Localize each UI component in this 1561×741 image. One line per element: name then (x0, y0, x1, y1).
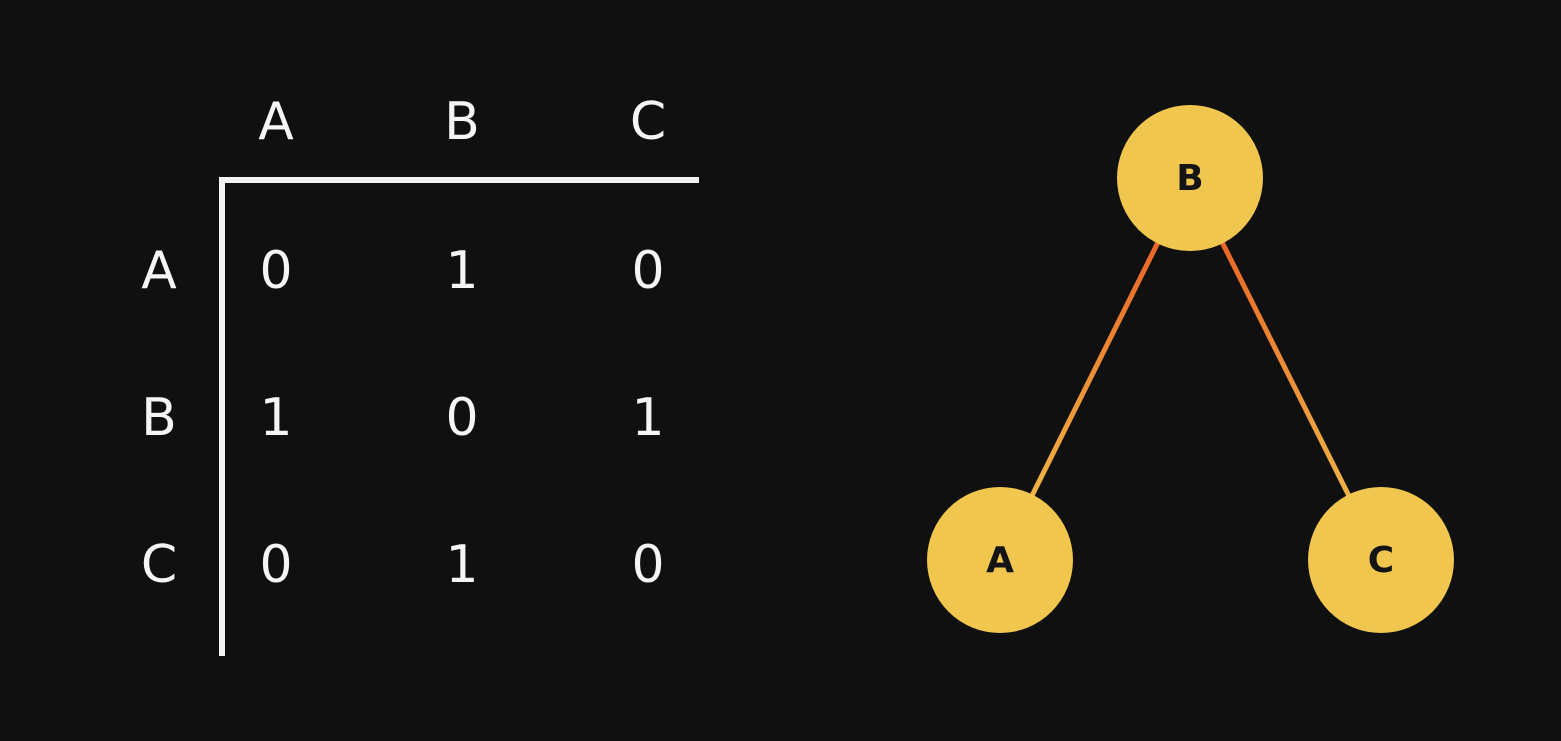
matrix-cell-a-c: 0 (631, 241, 665, 301)
adjacency-matrix: A B C A 0 1 0 B 1 0 1 C 0 1 0 (0, 0, 760, 741)
node-a-label: A (986, 540, 1014, 581)
node-a: A (927, 487, 1073, 633)
matrix-left-divider (219, 177, 225, 656)
matrix-cell-c-b: 1 (445, 535, 479, 595)
row-label-c: C (140, 535, 178, 595)
node-b: B (1117, 105, 1263, 251)
matrix-cell-b-c: 1 (631, 388, 665, 448)
node-c: C (1308, 487, 1454, 633)
matrix-cell-c-a: 0 (259, 535, 293, 595)
column-header-c: C (629, 92, 667, 152)
row-label-b: B (141, 388, 177, 448)
node-a-circle (927, 487, 1073, 633)
matrix-cell-a-a: 0 (259, 241, 293, 301)
node-b-circle (1117, 105, 1263, 251)
node-b-label: B (1176, 158, 1203, 199)
node-c-circle (1308, 487, 1454, 633)
matrix-cell-c-c: 0 (631, 535, 665, 595)
matrix-top-divider (220, 177, 699, 183)
row-label-a: A (141, 241, 177, 301)
matrix-cell-b-a: 1 (259, 388, 293, 448)
node-c-label: C (1368, 540, 1394, 581)
matrix-cell-b-b: 0 (445, 388, 479, 448)
column-header-a: A (258, 92, 294, 152)
column-header-b: B (444, 92, 480, 152)
matrix-cell-a-b: 1 (445, 241, 479, 301)
